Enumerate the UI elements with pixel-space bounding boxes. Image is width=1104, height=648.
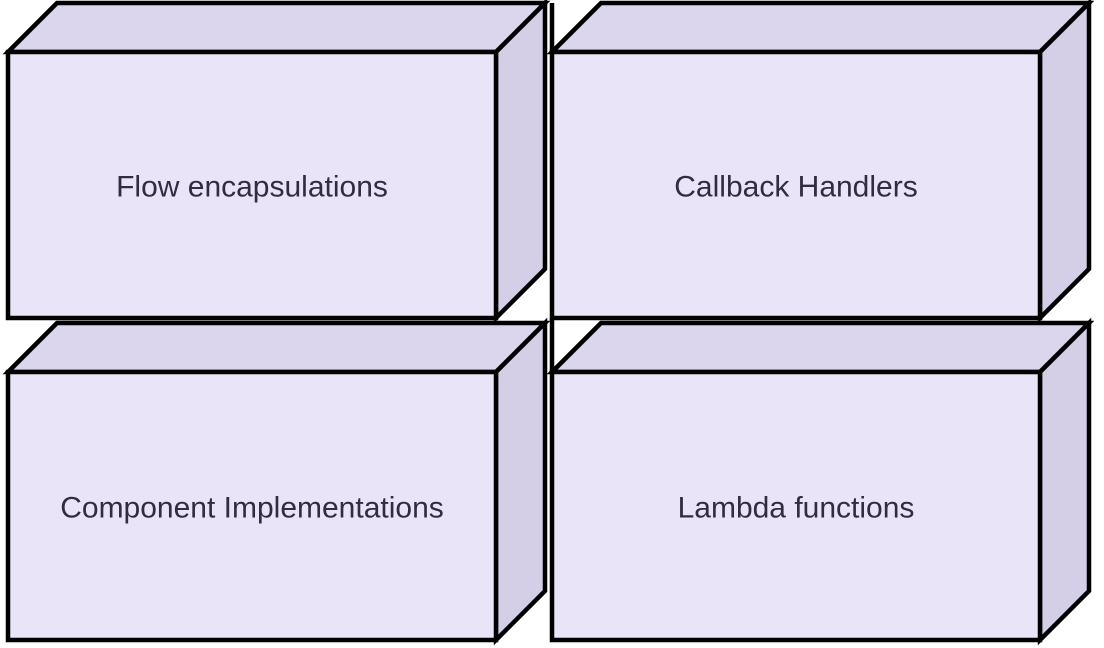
box-top-face xyxy=(546,0,1095,55)
box-label: Component Implementations xyxy=(60,492,444,525)
box-callback-handlers: Callback Handlers xyxy=(546,0,1095,324)
box-label: Flow encapsulations xyxy=(116,171,388,204)
box-front-face xyxy=(5,369,499,643)
box-label: Callback Handlers xyxy=(674,171,917,204)
box-top-face xyxy=(2,0,551,55)
box-side-face xyxy=(493,317,548,646)
box-front-face xyxy=(549,369,1043,643)
box-side-face xyxy=(1037,317,1092,646)
box-top-face xyxy=(2,320,551,375)
box-component-implementations: Component Implementations xyxy=(2,317,551,646)
box-flow-encapsulations: Flow encapsulations xyxy=(2,0,551,324)
box-side-face xyxy=(1037,0,1092,324)
box-top-face xyxy=(546,320,1095,375)
box-side-face xyxy=(493,0,548,324)
box-front-face xyxy=(5,49,499,321)
box-label: Lambda functions xyxy=(678,492,915,525)
box-front-face xyxy=(549,49,1043,321)
box-lambda-functions: Lambda functions xyxy=(546,317,1095,646)
